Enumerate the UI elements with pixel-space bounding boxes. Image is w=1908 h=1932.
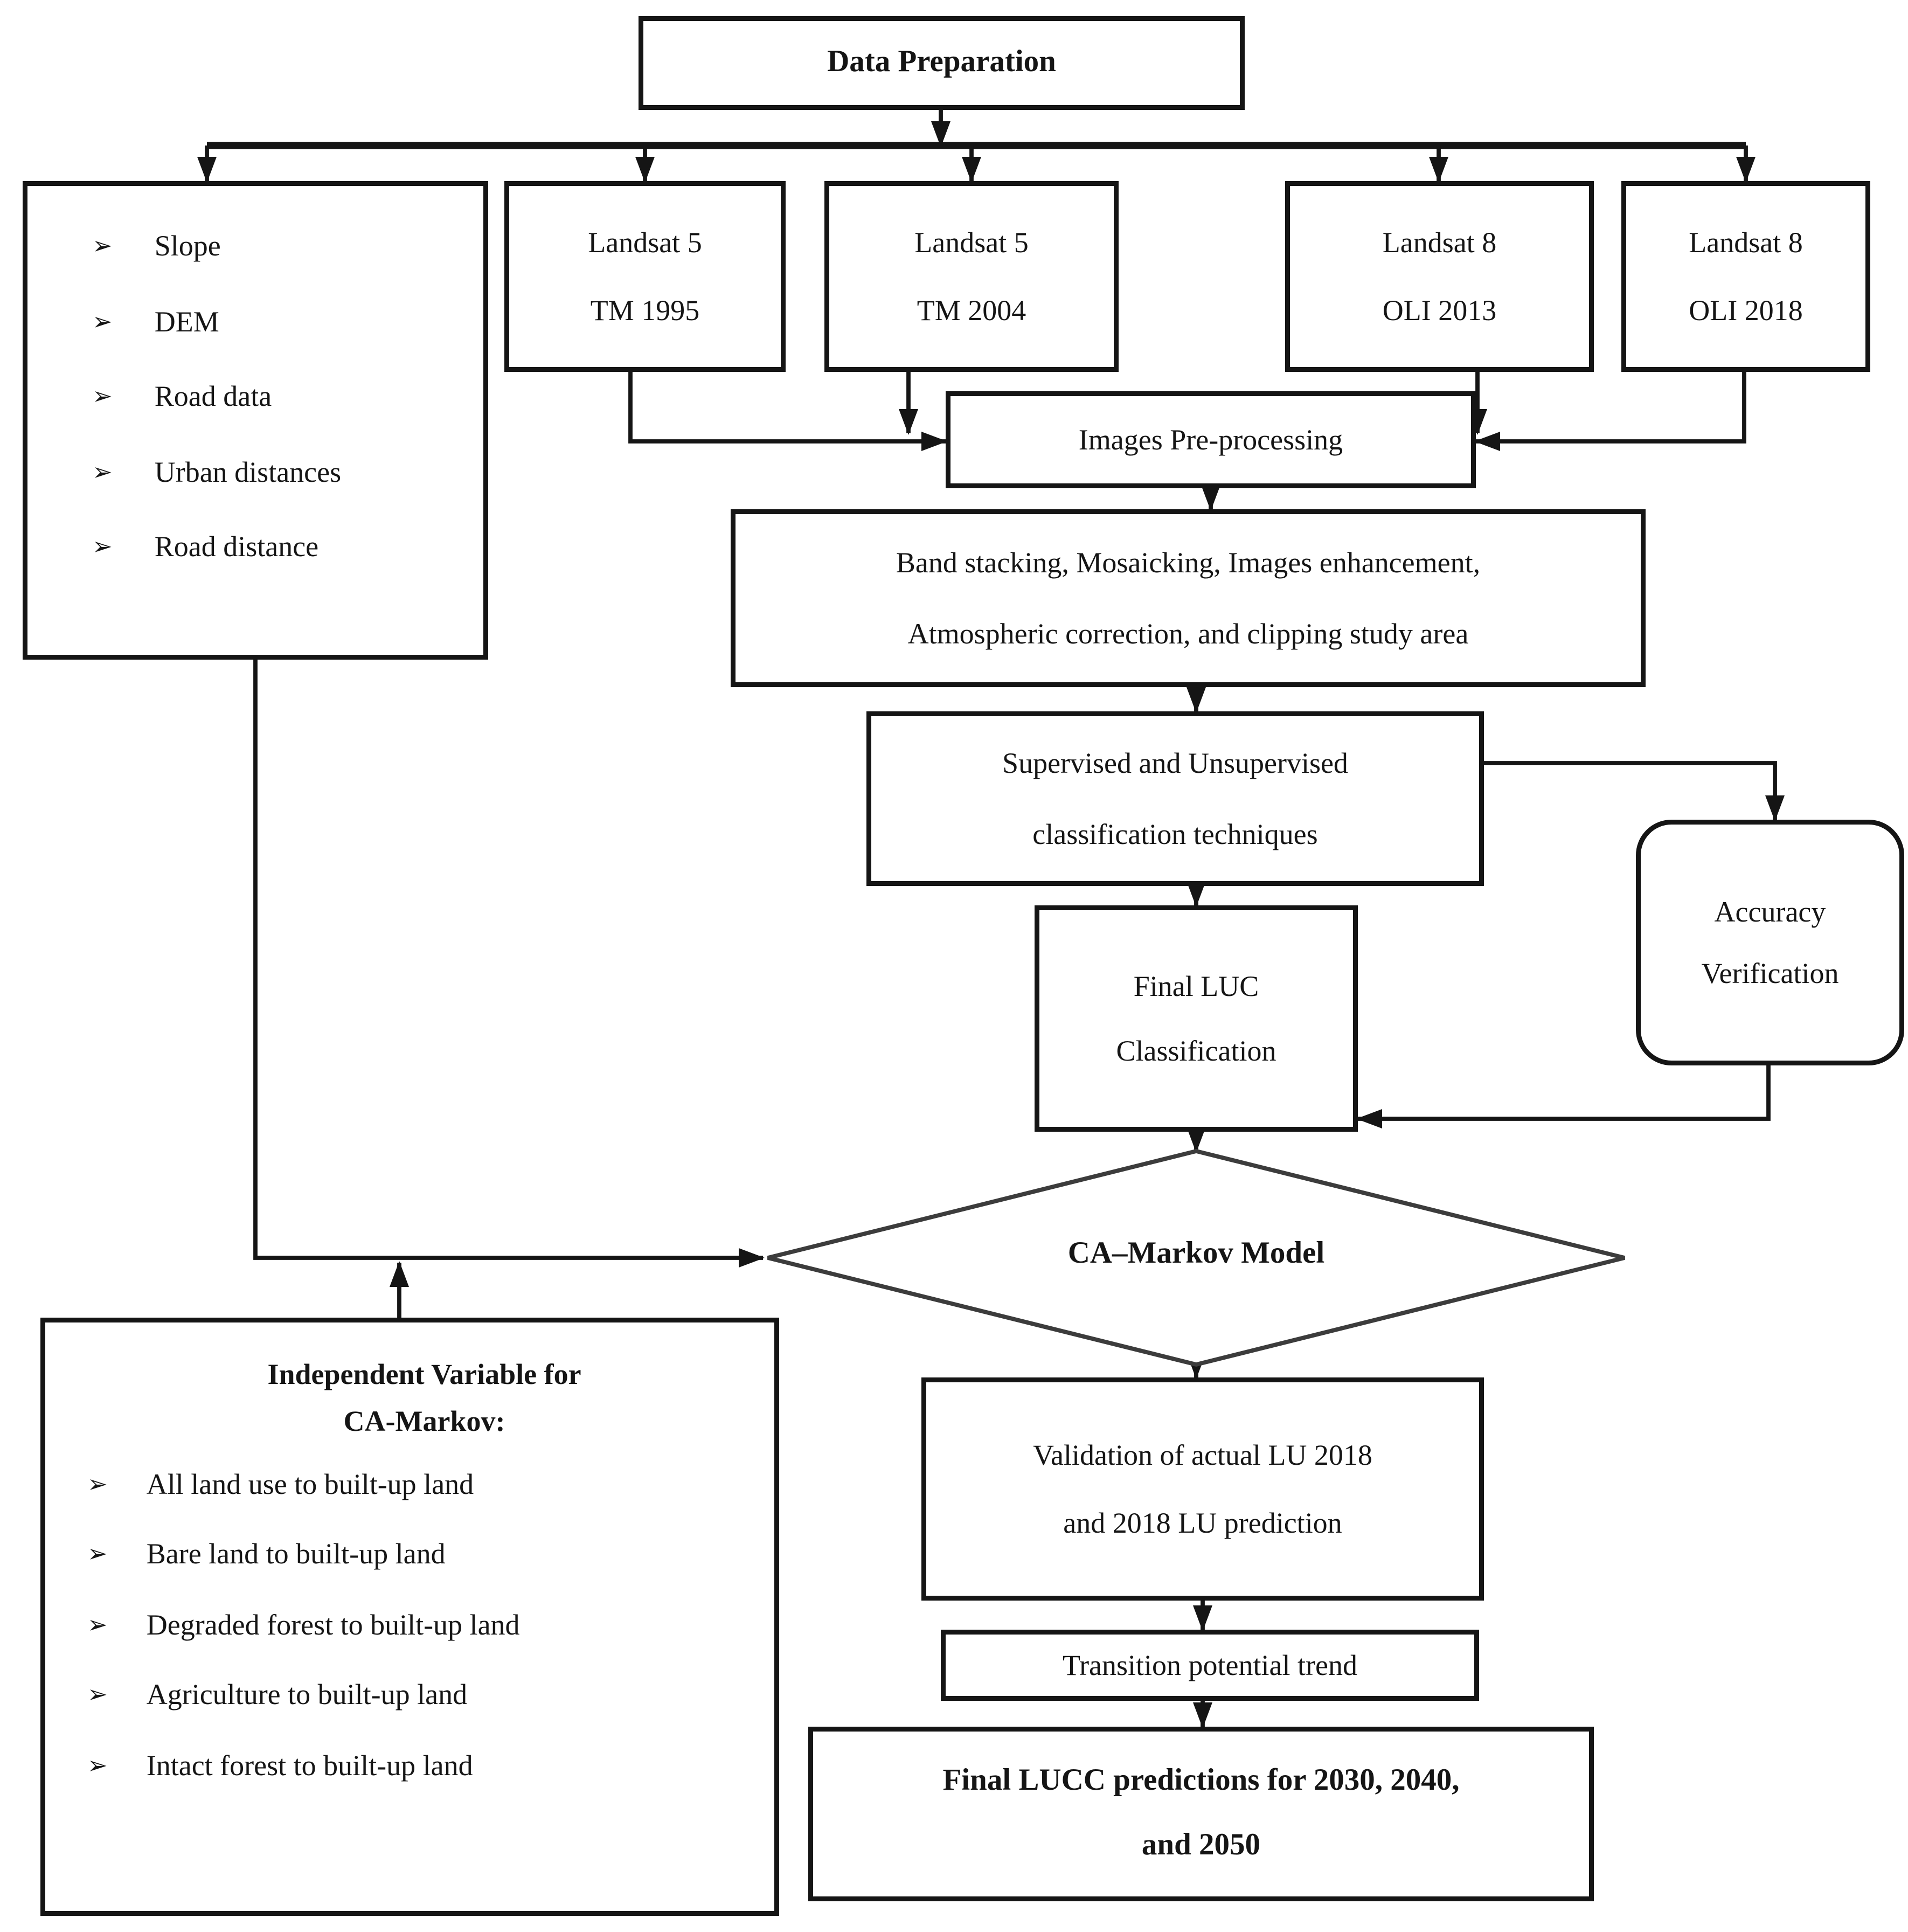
- box-label: Validation of actual LU 2018: [1033, 1438, 1372, 1471]
- connector-classification-to-accuracy: [1484, 763, 1785, 821]
- box-label: Landsat 8: [1382, 225, 1497, 258]
- classification-techniques-box: Supervised and Unsupervised classificati…: [866, 711, 1484, 886]
- list-item-label: Road distance: [154, 530, 319, 563]
- box-label: Landsat 5: [914, 225, 1029, 258]
- arrow-bullet-icon: ➢: [92, 532, 113, 561]
- list-item: ➢ Road data: [92, 378, 341, 415]
- title-line: Independent Variable for: [267, 1358, 581, 1390]
- box-label: OLI 2013: [1382, 294, 1497, 327]
- list-item-label: Road data: [154, 380, 272, 412]
- list-item-label: All land use to built-up land: [146, 1467, 474, 1500]
- connector-tm1995-to-preproc: [630, 372, 947, 451]
- arrow-bullet-icon: ➢: [92, 231, 113, 260]
- connector-accuracy-to-finalluc: [1356, 1065, 1768, 1128]
- independent-variables-list: ➢ All land use to built-up land ➢ Bare land…: [87, 1466, 520, 1818]
- arrow-bullet-icon: ➢: [87, 1750, 108, 1779]
- box-label: Supervised and Unsupervised: [1002, 746, 1348, 779]
- list-item-label: Bare land to built-up land: [146, 1538, 446, 1570]
- arrow-bullet-icon: ➢: [87, 1469, 108, 1498]
- list-item-label: DEM: [154, 304, 219, 337]
- box-label: TM 2004: [917, 294, 1026, 327]
- list-item: ➢ Degraded forest to built-up land: [87, 1606, 520, 1643]
- box-label: Band stacking, Mosaicking, Images enhanc…: [896, 545, 1481, 578]
- box-label: Classification: [1116, 1035, 1276, 1067]
- title-line: CA-Markov:: [343, 1404, 505, 1437]
- list-item-label: Intact forest to built-up land: [146, 1748, 473, 1781]
- arrow-bullet-icon: ➢: [87, 1609, 108, 1639]
- list-item: ➢ All land use to built-up land: [87, 1466, 520, 1502]
- connector-inputs-to-camarkov: [255, 660, 765, 1268]
- arrow-bullet-icon: ➢: [87, 1539, 108, 1569]
- arrow-bullet-icon: ➢: [87, 1680, 108, 1709]
- list-item-label: Degraded forest to built-up land: [146, 1608, 520, 1640]
- list-item: ➢ Agriculture to built-up land: [87, 1677, 520, 1713]
- box-label: Data Preparation: [827, 45, 1056, 80]
- ca-markov-model-label: CA–Markov Model: [1067, 1237, 1325, 1271]
- accuracy-verification-box: Accuracy Verification: [1636, 820, 1904, 1065]
- box-label: TM 1995: [590, 294, 700, 327]
- box-label: Final LUCC predictions for 2030, 2040,: [942, 1764, 1460, 1798]
- final-lucc-predictions-box: Final LUCC predictions for 2030, 2040, a…: [808, 1727, 1594, 1901]
- input-data-list-box: ➢ Slope ➢ DEM ➢ Road data ➢ Urban distances ➢ Roa…: [23, 181, 488, 660]
- band-stacking-box: Band stacking, Mosaicking, Images enhanc…: [731, 509, 1646, 687]
- box-label: and 2050: [1141, 1829, 1261, 1862]
- images-preprocessing-box: Images Pre-processing: [946, 391, 1476, 488]
- list-item-label: Urban distances: [154, 455, 342, 488]
- transition-potential-trend-box: Transition potential trend: [941, 1630, 1479, 1701]
- box-label: Accuracy: [1714, 895, 1826, 927]
- landsat8-oli2018-box: Landsat 8 OLI 2018: [1621, 181, 1870, 372]
- list-item: ➢ DEM: [92, 303, 341, 340]
- arrow-bullet-icon: ➢: [92, 306, 113, 336]
- list-item: ➢ Urban distances: [92, 454, 341, 490]
- validation-box: Validation of actual LU 2018 and 2018 LU…: [921, 1377, 1484, 1601]
- list-item: ➢ Road distance: [92, 529, 341, 565]
- list-item: ➢ Intact forest to built-up land: [87, 1747, 520, 1784]
- list-item-label: Agriculture to built-up land: [146, 1678, 468, 1711]
- box-label: Landsat 8: [1689, 225, 1803, 258]
- box-label: Landsat 5: [588, 225, 702, 258]
- list-item-label: Slope: [154, 230, 221, 262]
- final-luc-classification-box: Final LUC Classification: [1035, 905, 1358, 1132]
- box-label: OLI 2018: [1689, 294, 1803, 327]
- independent-variables-title: Independent Variable for CA-Markov:: [87, 1352, 761, 1445]
- arrow-bullet-icon: ➢: [92, 456, 113, 486]
- landsat8-oli2013-box: Landsat 8 OLI 2013: [1285, 181, 1594, 372]
- box-label: and 2018 LU prediction: [1063, 1507, 1342, 1539]
- box-label: Atmospheric correction, and clipping stu…: [907, 618, 1469, 650]
- box-label: Final LUC: [1133, 969, 1259, 1002]
- input-data-list: ➢ Slope ➢ DEM ➢ Road data ➢ Urban distances ➢ Roa…: [92, 228, 341, 604]
- box-label: Verification: [1701, 957, 1839, 989]
- landsat5-tm2004-box: Landsat 5 TM 2004: [824, 181, 1119, 372]
- data-preparation-box: Data Preparation: [639, 16, 1245, 110]
- list-item: ➢ Bare land to built-up land: [87, 1536, 520, 1573]
- list-item: ➢ Slope: [92, 228, 341, 265]
- arrow-bullet-icon: ➢: [92, 382, 113, 411]
- box-label: classification techniques: [1032, 818, 1318, 850]
- landsat5-tm1995-box: Landsat 5 TM 1995: [504, 181, 786, 372]
- box-label: Transition potential trend: [1062, 1649, 1357, 1681]
- ca-markov-diamond: [768, 1151, 1625, 1365]
- independent-variables-box: Independent Variable for CA-Markov: ➢ All…: [40, 1318, 779, 1916]
- box-label: Images Pre-processing: [1078, 423, 1343, 456]
- connector-oli2018-to-preproc: [1474, 372, 1744, 451]
